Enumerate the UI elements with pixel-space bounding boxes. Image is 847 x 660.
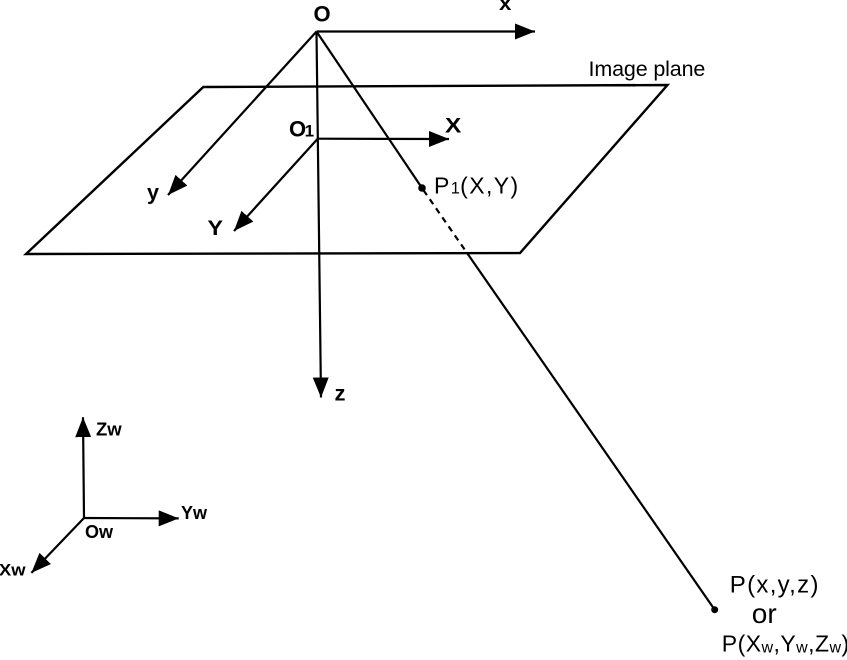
svg-text:Zw: Zw xyxy=(96,419,122,440)
svg-text:O1: O1 xyxy=(289,117,314,142)
svg-text:O: O xyxy=(314,1,331,26)
svg-text:P1(X,Y): P1(X,Y) xyxy=(434,172,520,198)
svg-text:Image plane: Image plane xyxy=(589,57,706,81)
svg-text:X: X xyxy=(445,114,461,137)
svg-text:P(x,y,z): P(x,y,z) xyxy=(730,572,820,599)
svg-text:or: or xyxy=(752,598,777,629)
svg-text:P(Xw,Yw,Zw): P(Xw,Yw,Zw) xyxy=(722,630,847,656)
svg-text:Xw: Xw xyxy=(0,560,26,579)
svg-text:y: y xyxy=(147,181,159,204)
svg-text:Y: Y xyxy=(208,217,224,240)
svg-text:Yw: Yw xyxy=(181,503,208,523)
svg-text:z: z xyxy=(335,383,346,406)
svg-text:x: x xyxy=(499,0,511,15)
svg-text:Ow: Ow xyxy=(85,522,114,542)
